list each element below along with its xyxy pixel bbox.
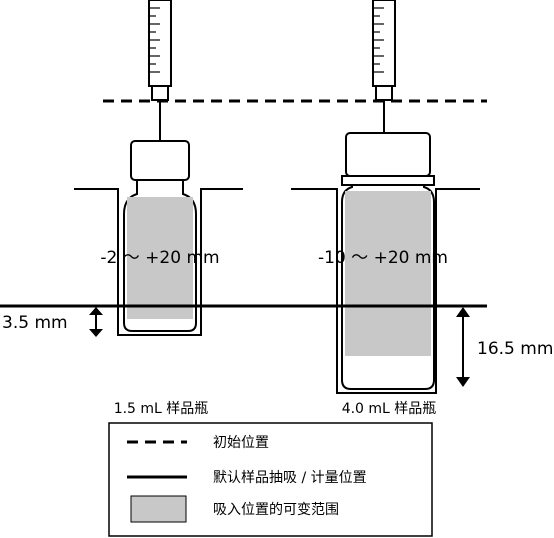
legend-item-variable-range: 吸入位置的可变范围 xyxy=(213,501,339,518)
vial-large-range-fill xyxy=(345,191,431,356)
dimension-right-label: 16.5 mm xyxy=(477,339,553,359)
syringe-left xyxy=(148,0,172,141)
vial-large-caption: 4.0 mL 样品瓶 xyxy=(342,401,437,417)
dimension-left-label: 3.5 mm xyxy=(2,313,68,333)
legend-item-default-position: 默认样品抽吸 / 计量位置 xyxy=(213,470,367,486)
vial-small-range-fill xyxy=(127,197,193,319)
dimension-arrow-left xyxy=(89,307,103,337)
vial-large xyxy=(291,132,480,394)
legend-item-initial-position: 初始位置 xyxy=(213,434,269,451)
vial-large-range-label: -10 ～ +20 mm xyxy=(318,248,448,268)
vial-small-caption: 1.5 mL 样品瓶 xyxy=(114,401,209,417)
legend-gray-swatch xyxy=(130,495,187,523)
syringe-right xyxy=(372,0,396,133)
legend: 初始位置 默认样品抽吸 / 计量位置 吸入位置的可变范围 xyxy=(108,422,433,537)
dimension-arrow-right xyxy=(456,307,470,387)
vial-small-cap xyxy=(130,140,190,181)
vial-large-cap xyxy=(345,132,431,177)
vial-large-collar xyxy=(341,175,435,186)
tray-well-left xyxy=(74,188,243,336)
vial-small-range-label: -2 ～ +20 mm xyxy=(100,248,219,268)
tray-well-right xyxy=(291,188,480,394)
vial-small xyxy=(74,140,243,336)
